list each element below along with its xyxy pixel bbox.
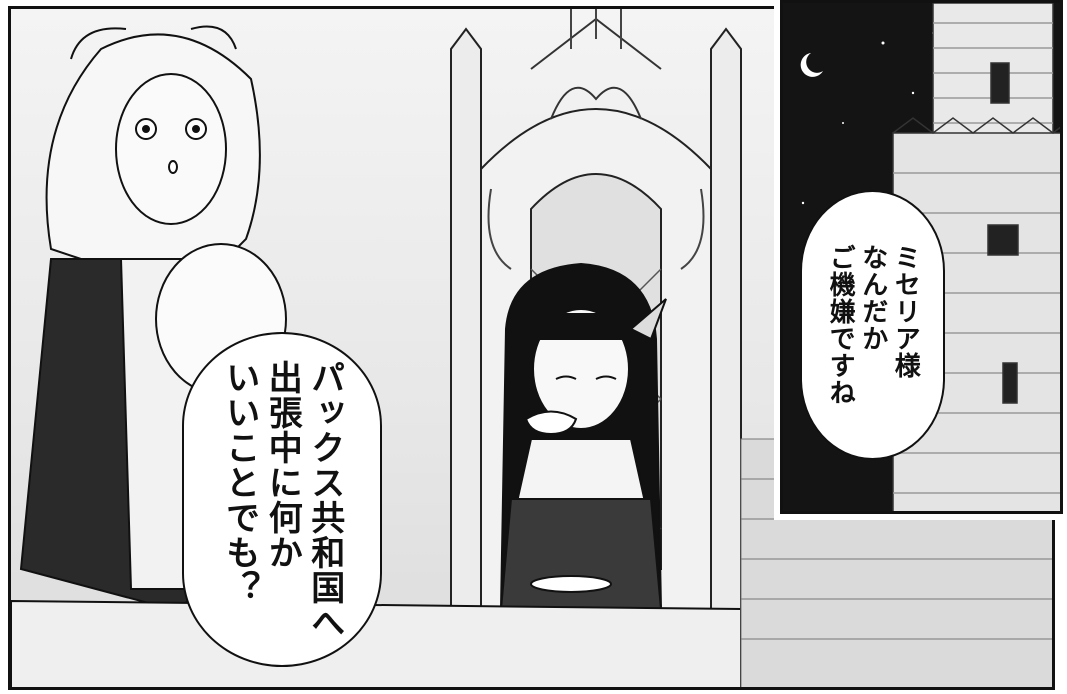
dark-haired-character: [499, 262, 667, 610]
speech-right-line-2: なんだか: [857, 244, 888, 352]
speech-left-line-2: 出張中に何か: [262, 359, 303, 570]
speech-text-right: ミセリア様 なんだか ご機嫌ですね: [824, 244, 922, 406]
main-panel-artwork: [11, 9, 1052, 687]
speech-bubble-right: ミセリア様 なんだか ご機嫌ですね: [800, 190, 945, 460]
speech-left-line-3: いいことでも？: [219, 359, 260, 605]
speech-bubble-left: パックス共和国へ 出張中に何か いいことでも？: [182, 332, 382, 667]
crescent-moon-icon: [800, 53, 823, 77]
speech-left-line-1: パックス共和国へ: [304, 359, 345, 640]
speech-right-line-1: ミセリア様: [890, 244, 921, 379]
table-surface: [11, 599, 742, 687]
speech-right-line-3: ご機嫌ですね: [825, 244, 856, 406]
speech-text-left: パックス共和国へ 出張中に何か いいことでも？: [218, 360, 346, 640]
